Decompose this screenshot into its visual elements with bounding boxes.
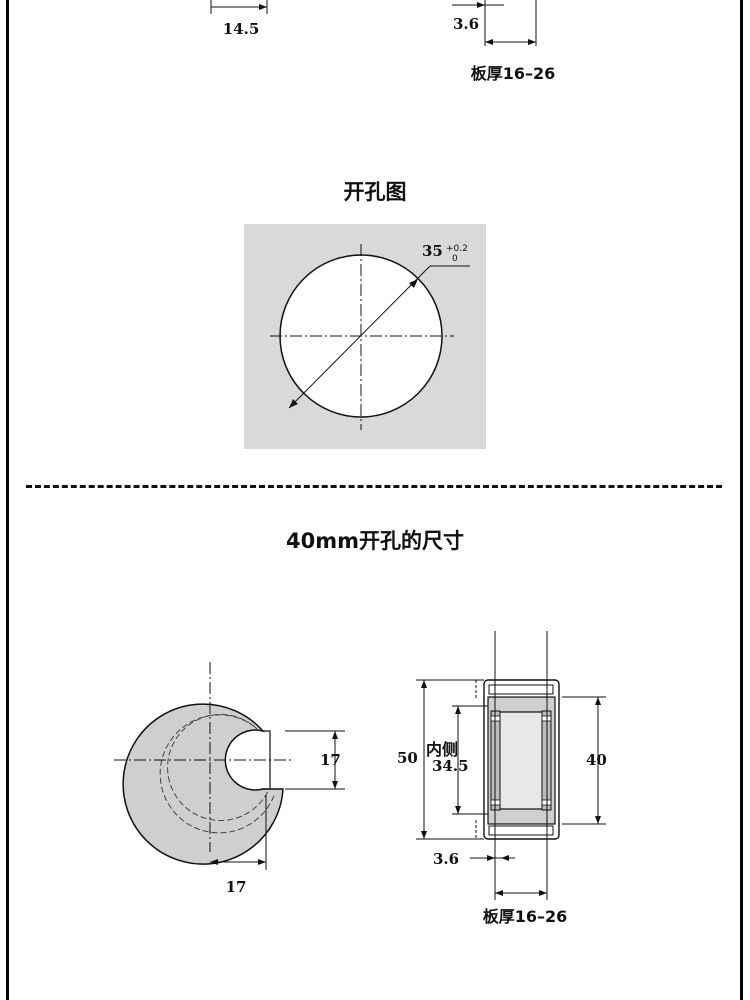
dim-flange: 3.6	[433, 850, 459, 868]
hole-diagram: 35 +0.2 0	[244, 224, 486, 449]
dim-top-left: 14.5	[223, 20, 260, 38]
front-view: 17 17	[114, 662, 345, 896]
arrowhead	[258, 859, 266, 865]
arrowhead	[595, 816, 601, 824]
arrowhead	[210, 859, 218, 865]
outer-flange	[483, 679, 560, 840]
hole-diagram-title: 开孔图	[343, 180, 407, 204]
inner-side-label: 内侧	[426, 740, 458, 759]
top-cropped-drawing: 14.5 3.6 板厚16–26	[210, 0, 556, 83]
arrowhead	[332, 731, 338, 739]
diameter-dim: 35	[422, 242, 443, 260]
side-thickness-label: 板厚16–26	[483, 907, 568, 926]
dim-inner-height: 34.5	[432, 757, 469, 775]
dim-right-height: 40	[586, 751, 607, 769]
arrowhead	[528, 39, 536, 45]
bottom-lip	[488, 825, 554, 836]
dim-top-mid: 3.6	[453, 15, 479, 33]
arrowhead	[595, 697, 601, 705]
arrowhead	[501, 855, 509, 861]
size40-title: 40mm开孔的尺寸	[286, 529, 464, 553]
side-view: 50 内侧 34.5 40 3.6 板厚16–26	[397, 631, 607, 926]
arrowhead	[455, 706, 461, 714]
arrowhead	[289, 399, 298, 408]
dim-slot-height: 17	[320, 751, 341, 769]
top-lip	[488, 684, 554, 695]
arrowhead	[421, 831, 427, 839]
arrowhead	[539, 890, 547, 896]
arrowhead	[495, 890, 503, 896]
arrowhead	[455, 806, 461, 814]
grommet-body	[122, 703, 284, 865]
hidden-line	[159, 714, 276, 834]
tolerance-lower: 0	[452, 254, 458, 264]
top-thickness-label: 板厚16–26	[471, 64, 556, 83]
right-border	[740, 0, 743, 1000]
inner-opening	[497, 711, 545, 810]
arrowhead	[477, 2, 485, 8]
left-border	[6, 0, 9, 1000]
arrowhead	[487, 855, 495, 861]
tolerance-upper: +0.2	[446, 244, 468, 254]
hidden-line	[167, 713, 270, 821]
arrowhead	[421, 680, 427, 688]
diameter-leader	[288, 265, 431, 409]
arrowhead	[485, 39, 493, 45]
arrowhead	[409, 279, 418, 288]
arrowhead	[332, 781, 338, 789]
dim-slot-depth: 17	[226, 878, 247, 896]
section-divider	[26, 485, 722, 488]
dim-outer-height: 50	[397, 749, 418, 767]
arrowhead	[259, 4, 267, 10]
